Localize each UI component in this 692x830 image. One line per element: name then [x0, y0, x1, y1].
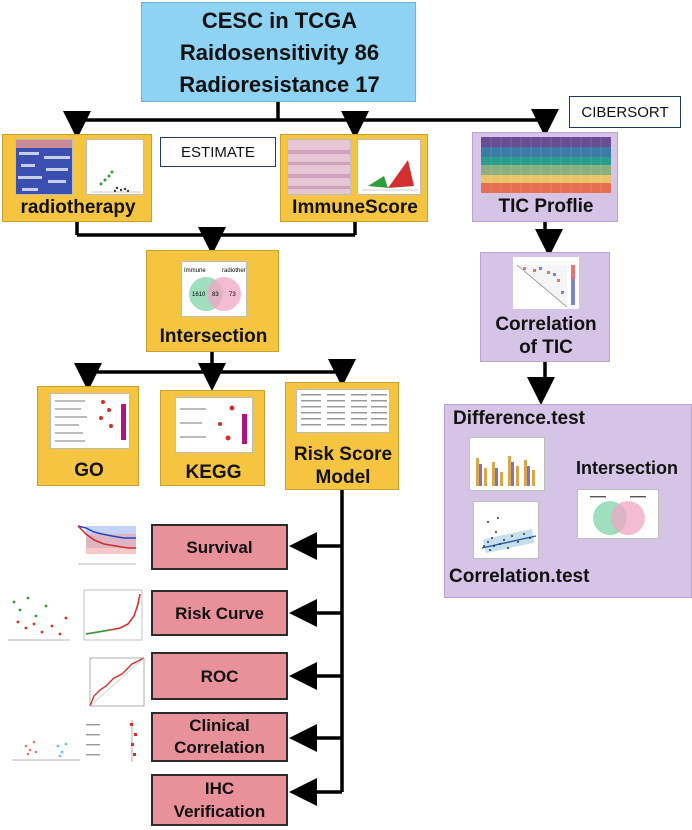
roc-thumbnail [84, 656, 146, 712]
intersection-label: Intersection [159, 326, 268, 347]
ihc-verification-box: IHC Verification [151, 774, 288, 826]
risk-curve-thumbnail [82, 588, 144, 648]
forest-plot-thumbnail [84, 716, 146, 766]
clinical-label-line1: Clinical [189, 716, 250, 735]
correlation-matrix-thumbnail [513, 257, 579, 309]
survival-km-thumbnail [72, 520, 138, 574]
tic-profile-box: TIC Proflie [472, 132, 618, 222]
tic-profile-label: TIC Proflie [498, 196, 594, 217]
risk-curve-label: Risk Curve [175, 604, 264, 623]
survival-box: Survival [151, 524, 288, 570]
correlation-label-line2: of TIC [519, 337, 573, 358]
immunescore-label: ImmuneScore [292, 197, 418, 218]
go-dotplot-thumbnail [50, 393, 130, 449]
risk-table-thumbnail [296, 389, 390, 433]
risk-curve-box: Risk Curve [151, 590, 288, 636]
correlation-of-tic-box: Correlation of TIC [480, 252, 610, 362]
kegg-dotplot-thumbnail [175, 397, 253, 453]
ihc-label-line1: IHC [204, 779, 235, 798]
title-line-3: Radioresistance 17 [179, 72, 380, 97]
venn-right-label: radiotherapy [222, 268, 247, 274]
risk-score-label-line1: Risk Score [293, 444, 393, 465]
risk-score-label-line2: Model [315, 467, 371, 488]
survival-label: Survival [186, 538, 253, 557]
correlation-test-label: Correlation.test [449, 566, 590, 587]
immune-volcano-thumbnail [357, 139, 421, 195]
correlation-scatter-thumbnail [473, 501, 539, 559]
tic-stacked-bar-thumbnail [481, 137, 611, 193]
intersection-box: Immune radiotherapy 1610 83 73 Intersect… [146, 250, 279, 352]
volcano-thumbnail [86, 139, 144, 195]
difference-boxplot-thumbnail [469, 437, 545, 491]
cibersort-tag: CIBERSORT [569, 96, 681, 128]
roc-label: ROC [200, 667, 239, 686]
go-label: GO [74, 460, 104, 481]
clinical-scatter-thumbnail [6, 716, 84, 766]
venn-b-count: 73 [229, 292, 236, 298]
heatmap-thumbnail [15, 139, 73, 195]
kegg-label: KEGG [185, 462, 242, 483]
correlation-label-line1: Correlation [495, 314, 597, 335]
venn-left-label: Immune [184, 268, 206, 274]
test-panel-box: Difference.test Intersection Correlation… [444, 404, 692, 598]
go-box: GO [37, 386, 139, 486]
venn-a-count: 1610 [192, 292, 206, 298]
title-box: CESC in TCGA Raidosensitivity 86 Radiore… [141, 2, 416, 102]
clinical-label-line2: Correlation [174, 738, 265, 757]
difference-test-label: Difference.test [453, 408, 585, 429]
radiotherapy-box: radiotherapy [2, 134, 152, 222]
estimate-tag: ESTIMATE [160, 137, 276, 167]
kegg-box: KEGG [160, 390, 265, 486]
ihc-label-line2: Verification [173, 802, 266, 821]
risk-scatter-thumbnail [6, 588, 72, 648]
immunescore-box: ImmuneScore [280, 134, 428, 222]
radiotherapy-label: radiotherapy [20, 197, 136, 218]
title-line-1: CESC in TCGA [201, 8, 358, 33]
right-intersection-label: Intersection [575, 458, 679, 478]
risk-score-model-box: Risk Score Model [285, 382, 399, 490]
venn-ab-count: 83 [212, 292, 219, 298]
roc-box: ROC [151, 652, 288, 700]
venn-thumbnail: Immune radiotherapy 1610 83 73 [181, 261, 247, 317]
clinical-correlation-box: Clinical Correlation [151, 712, 288, 762]
title-line-2: Raidosensitivity 86 [179, 40, 380, 65]
immune-heatmap-thumbnail [287, 139, 351, 195]
right-venn-thumbnail [577, 489, 659, 539]
